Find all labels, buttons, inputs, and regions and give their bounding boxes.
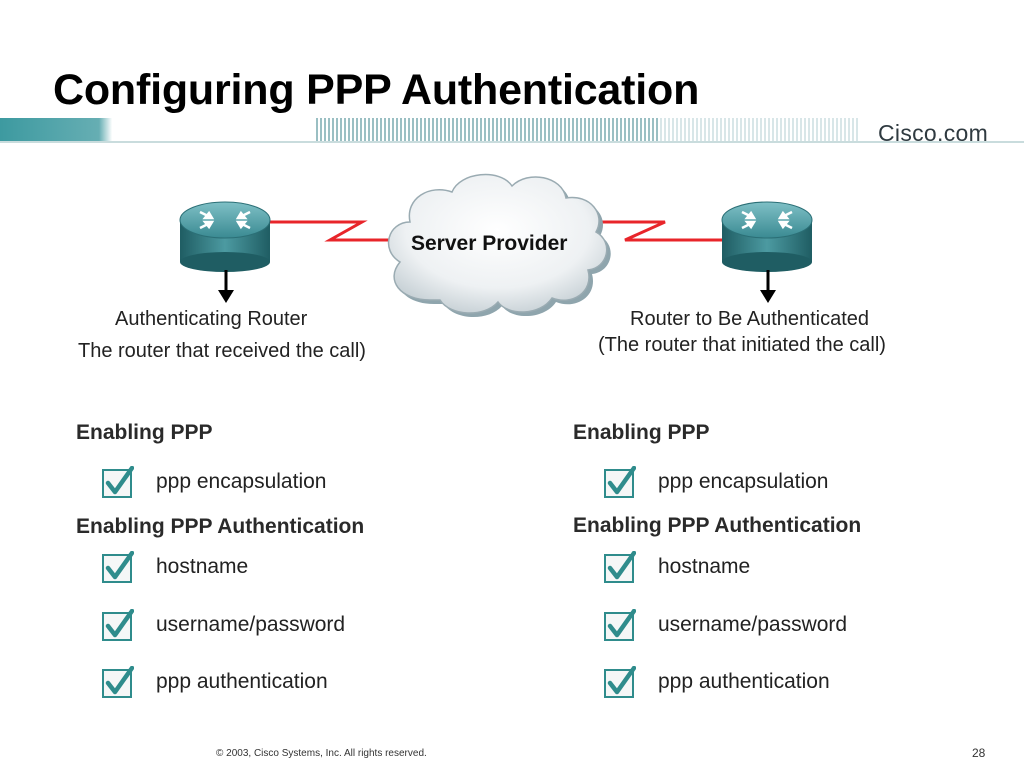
list-item: ppp authentication [102,665,328,699]
checkbox-checked-icon [102,551,134,583]
left-heading-enabling-ppp: Enabling PPP [76,421,213,444]
checkbox-checked-icon [102,666,134,698]
checkbox-checked-icon [604,666,636,698]
arrow-down-icon [218,270,234,303]
list-item: ppp encapsulation [604,465,828,499]
checkbox-checked-icon [604,466,636,498]
checkbox-checked-icon [102,609,134,641]
cisco-brand-logo: Cisco.com [878,120,989,146]
list-item: username/password [102,608,345,642]
right-heading-enabling-ppp: Enabling PPP [573,421,710,444]
serial-link-right [585,220,722,242]
left-heading-enabling-ppp-auth: Enabling PPP Authentication [76,515,365,538]
cloud-icon [387,173,611,318]
right-router-description: (The router that initiated the call) [598,334,886,356]
left-router-description: The router that received the call) [78,340,366,362]
slide-title: Configuring PPP Authentication [53,66,700,114]
arrow-down-icon [760,270,776,303]
item-label: ppp authentication [156,670,328,693]
left-router-name: Authenticating Router [115,308,308,330]
checkbox-checked-icon [102,466,134,498]
item-label: ppp authentication [658,670,830,693]
router-icon [721,201,813,272]
list-item: username/password [604,608,847,642]
list-item: ppp authentication [604,665,830,699]
checkbox-checked-icon [604,609,636,641]
page-number: 28 [972,746,986,760]
serial-link-left [270,220,400,242]
item-label: hostname [658,555,751,578]
right-router-name: Router to Be Authenticated [630,308,870,330]
cloud-label: Server Provider [411,232,568,255]
item-label: username/password [156,613,346,636]
footer-copyright: © 2003, Cisco Systems, Inc. All rights r… [216,748,427,759]
list-item: hostname [102,550,248,584]
list-item: ppp encapsulation [102,465,326,499]
item-label: username/password [658,613,848,636]
router-icon [179,201,271,272]
item-label: ppp encapsulation [658,470,829,493]
item-label: ppp encapsulation [156,470,327,493]
right-heading-enabling-ppp-auth: Enabling PPP Authentication [573,514,862,537]
list-item: hostname [604,550,750,584]
header-bar [0,118,1024,144]
item-label: hostname [156,555,249,578]
checkbox-checked-icon [604,551,636,583]
